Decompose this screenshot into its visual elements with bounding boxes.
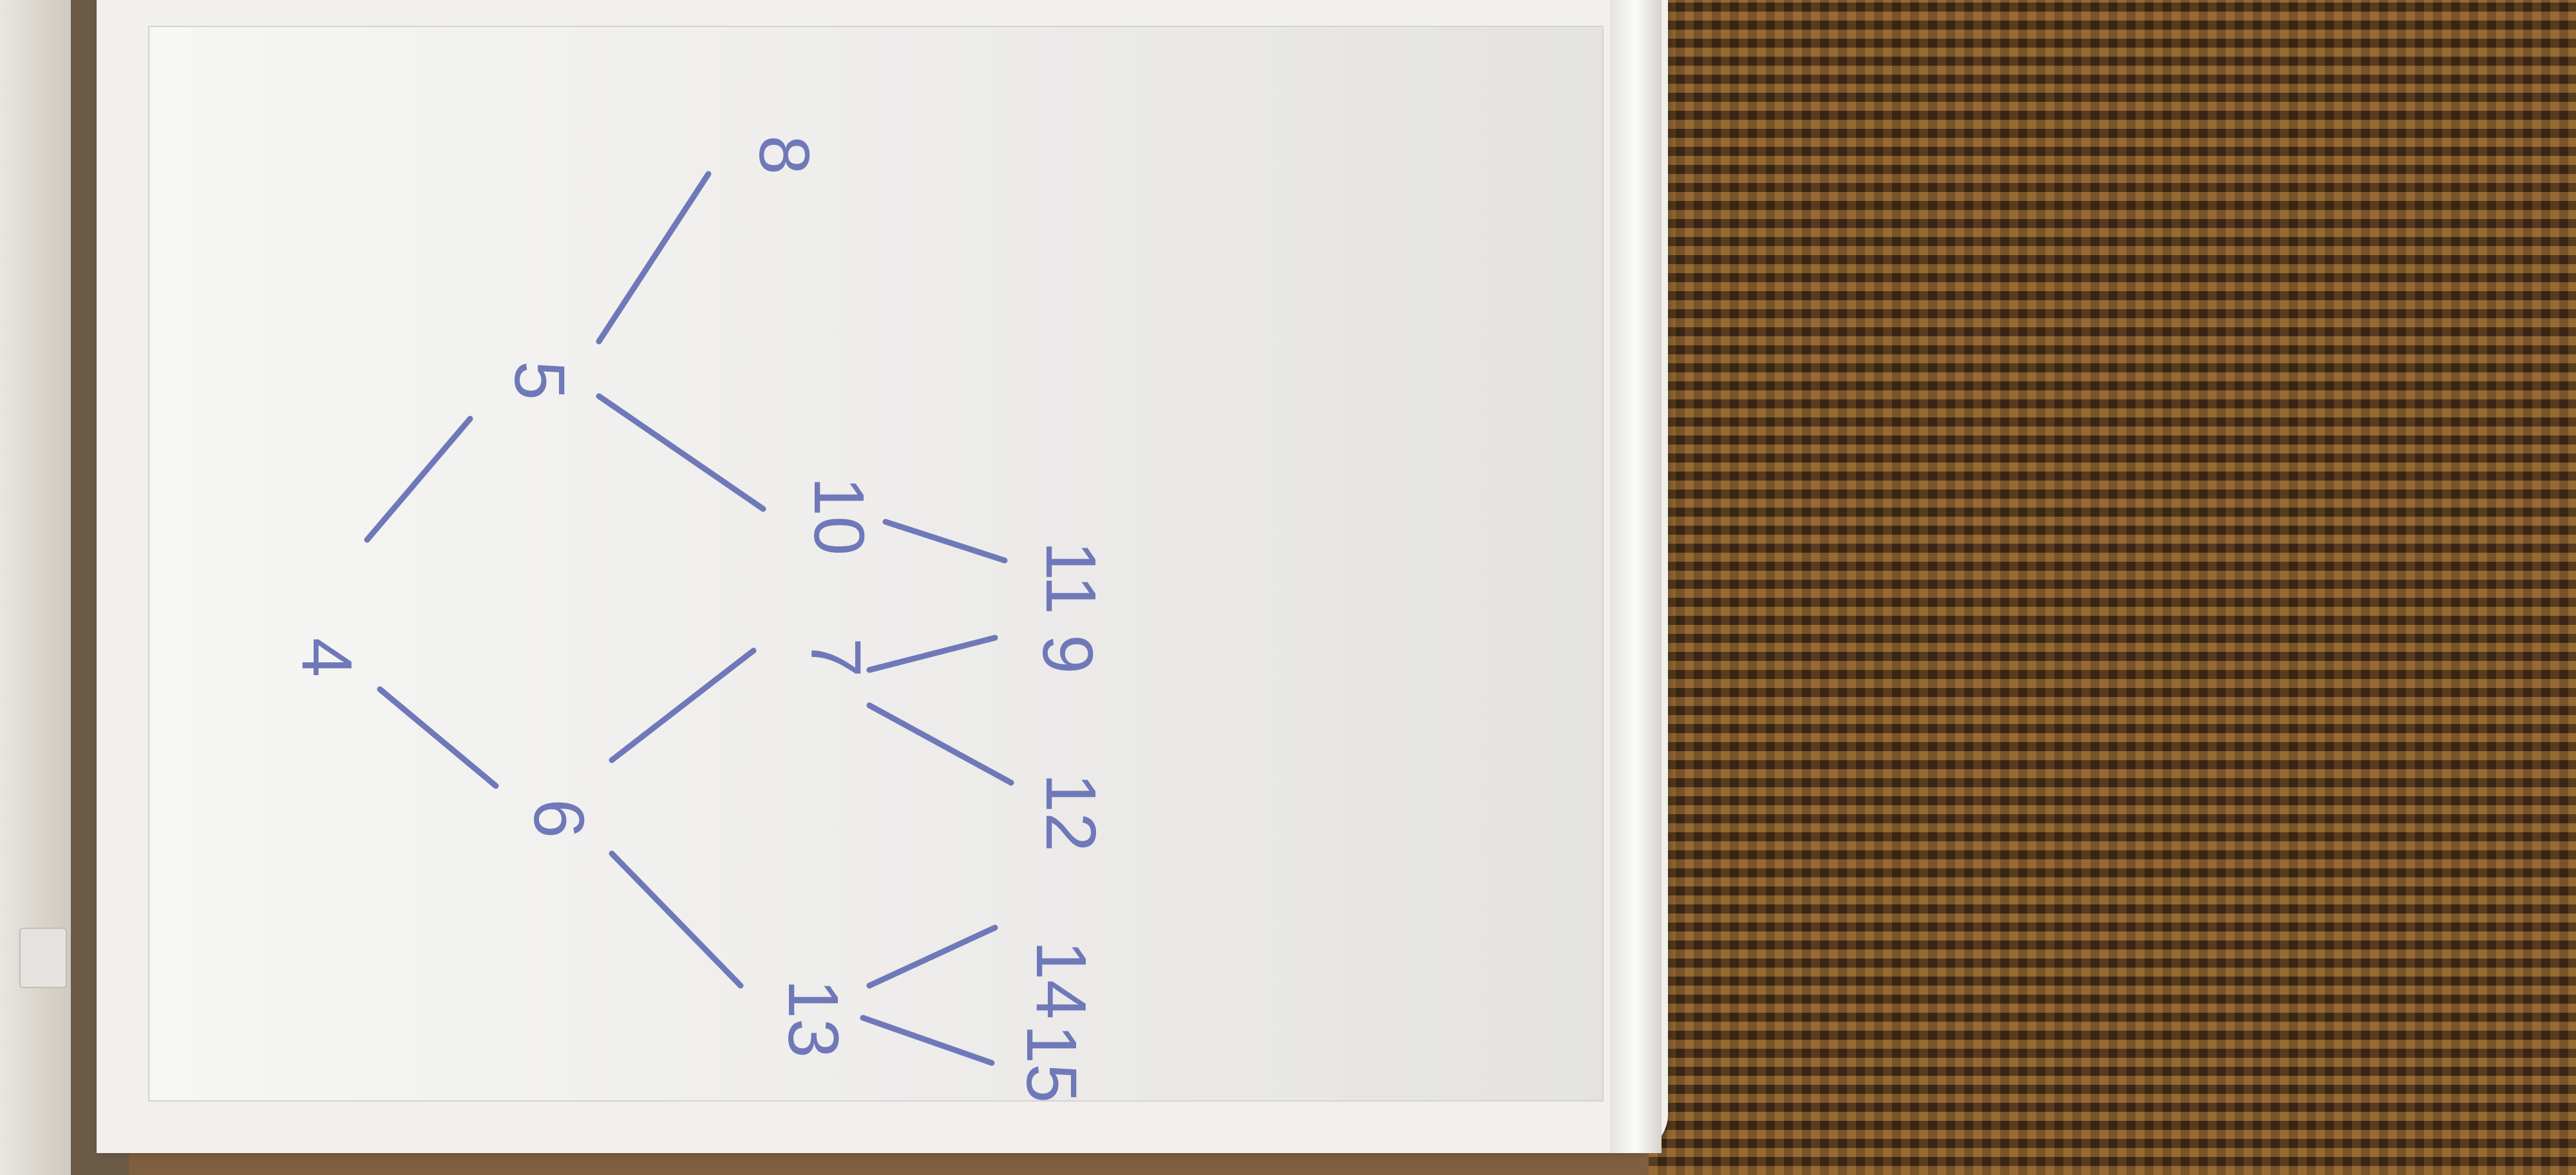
node-5: 5: [500, 361, 579, 400]
node-13: 13: [773, 979, 853, 1058]
edge-6-13: [609, 850, 744, 989]
edge-5-8: [596, 171, 712, 345]
tree-edges: [364, 171, 1014, 1066]
node-6: 6: [519, 799, 598, 838]
node-12: 12: [1031, 773, 1110, 852]
node-10: 10: [799, 477, 878, 555]
node-8: 8: [744, 135, 824, 175]
board-clip: [19, 928, 67, 988]
node-9: 9: [1028, 635, 1107, 674]
edge-13-15: [860, 1015, 995, 1066]
edge-13-14: [866, 924, 998, 989]
edge-4-5: [364, 416, 473, 543]
node-4: 4: [287, 638, 366, 677]
node-15: 15: [1012, 1024, 1091, 1103]
whiteboard-tray: [1610, 0, 1662, 1153]
edge-5-10: [596, 393, 766, 512]
edge-7-12: [866, 702, 1014, 786]
node-14: 14: [1021, 941, 1101, 1019]
edge-7-9: [866, 635, 998, 673]
carpet-floor: [1649, 0, 2576, 1175]
edge-4-6: [377, 686, 499, 789]
edge-10-11: [882, 519, 1008, 564]
node-7: 7: [796, 638, 875, 677]
tree-nodes: 4 5 6 8 10 7 13 11 9 12 14 15: [287, 135, 1110, 1103]
node-11: 11: [1031, 541, 1110, 615]
edge-6-7: [609, 647, 757, 763]
whiteboard-surface: [148, 26, 1604, 1102]
